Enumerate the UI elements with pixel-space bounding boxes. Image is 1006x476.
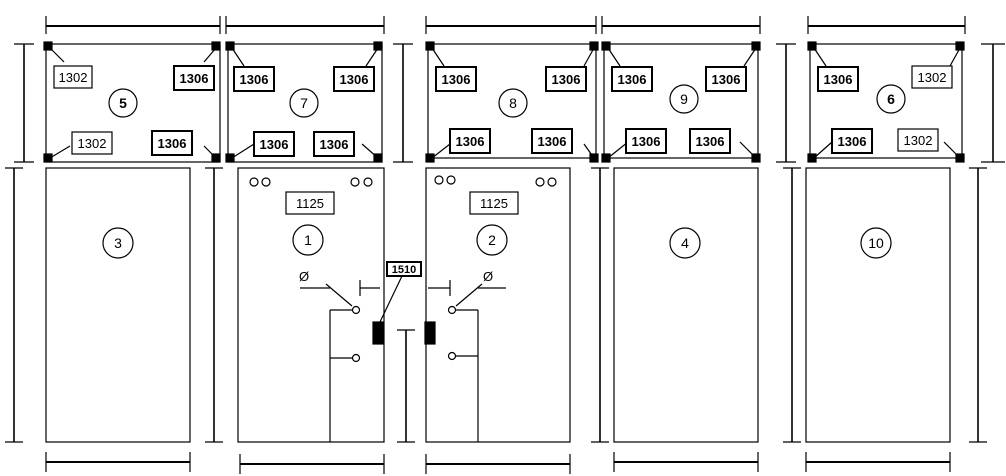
cabinet-number: 7 [300,95,308,111]
cabinet-7 [225,41,383,163]
label-text: 1302 [59,70,88,85]
label-text: 1306 [240,72,269,87]
cabinet-number: 6 [887,91,895,107]
cabinet-4 [613,167,759,443]
cabinet-number: 1 [304,232,312,248]
label-text: 1306 [442,72,471,87]
top-dimension-lines [45,16,966,34]
label-text: 1306 [824,72,853,87]
cabinet-9 [601,41,761,163]
label-text: 1306 [340,72,369,87]
cabinet-number: 3 [114,235,122,251]
callout-1510 [379,261,422,323]
switch-symbol: Ø [299,269,309,284]
cabinet-number: 8 [509,95,517,111]
lower-vertical-dimension-lines [5,167,987,443]
label-text: 1306 [180,71,209,86]
cabinet-number: 5 [119,95,127,111]
cabinet-number: 4 [681,235,689,251]
label-text: 1306 [320,137,349,152]
callout-label: 1510 [392,264,416,276]
label-text: 1306 [712,72,741,87]
cabinet-2 [424,167,571,443]
cabinet-6 [807,41,965,163]
cabinet-10 [805,167,951,443]
label-text: 1302 [904,133,933,148]
label-text: 1306 [696,134,725,149]
label-text: 1125 [296,196,324,211]
label-text: 1306 [538,134,567,149]
label-text: 1306 [838,134,867,149]
upper-vertical-dimension-lines [14,43,1005,163]
cabinet-number: 9 [680,91,688,107]
label-text: 1306 [260,137,289,152]
switch-symbol: Ø [483,269,493,284]
label-text: 1306 [552,72,581,87]
cabinet-8 [425,41,599,163]
label-text: 1306 [632,134,661,149]
cabinet-number: 2 [488,232,496,248]
label-text: 1306 [158,136,187,151]
label-text: 1125 [480,196,508,211]
label-text: 1306 [456,134,485,149]
cabinet-1 [237,167,385,443]
cabinet-5 [43,41,221,163]
cabinet-labels: 1302 1306 1302 1306 5 1306 1306 1306 130… [59,70,947,284]
label-text: 1302 [918,70,947,85]
cabinet-number: 10 [868,235,884,251]
cabinet-3 [45,167,191,443]
bottom-dimension-lines [45,452,951,474]
label-text: 1302 [78,136,107,151]
label-text: 1306 [618,72,647,87]
